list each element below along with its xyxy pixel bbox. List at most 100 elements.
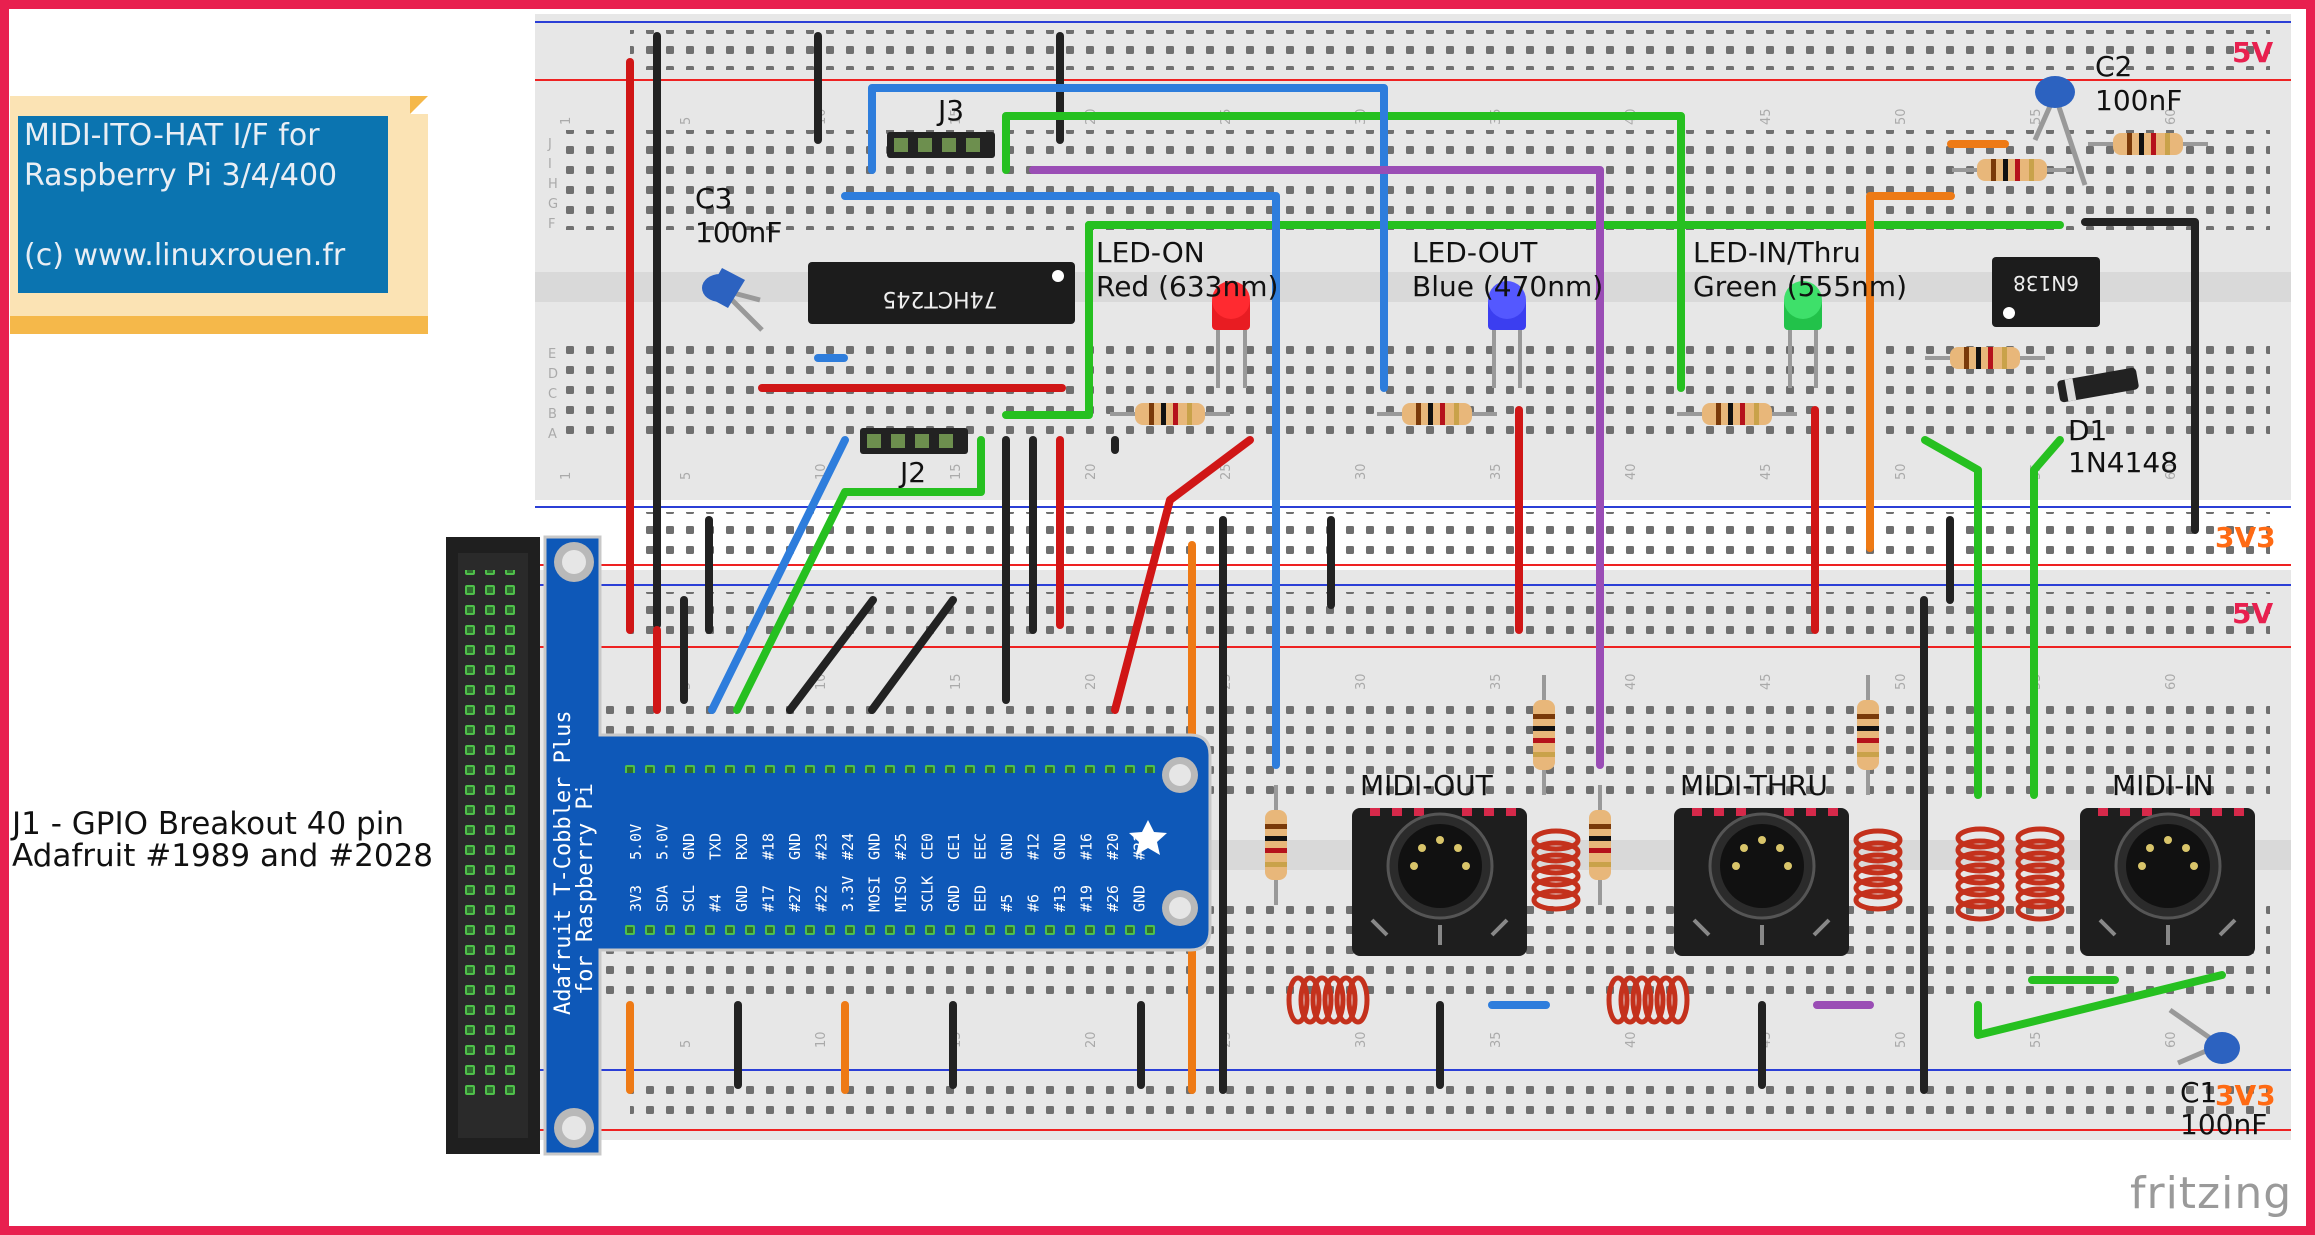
cobbler-title-2: for Raspberry Pi: [573, 783, 598, 995]
column-number: 55: [2029, 1031, 2044, 1048]
column-number: 50: [1894, 1031, 1909, 1048]
ic1-label: 74HCT245: [882, 286, 997, 311]
cobbler-pin-label: #17: [760, 885, 778, 912]
cobbler-pin-label: #25: [892, 833, 910, 860]
cobbler-pin-label: GND: [945, 885, 963, 912]
resistor: [1265, 785, 1287, 905]
row-letter: I: [548, 157, 552, 172]
capacitor-c1: [2168, 1007, 2240, 1066]
label-j2: J2: [898, 456, 926, 489]
cobbler-pin-label: GND: [998, 833, 1016, 860]
column-number: 40: [1624, 463, 1639, 480]
cobbler-pin-label: 3.3V: [839, 876, 857, 912]
column-numbers: 1111555510101010151515152020202025252525…: [559, 108, 2179, 1048]
cobbler-pin-label: #21: [1131, 833, 1149, 860]
resistor: [1533, 675, 1555, 795]
column-number: 25: [1219, 463, 1234, 480]
column-number: 30: [1354, 1031, 1369, 1048]
column-number: 60: [2164, 1031, 2179, 1048]
ferrite-coil: [1286, 975, 1370, 1025]
column-number: 1: [559, 472, 574, 480]
note-text: MIDI-ITO-HAT I/F for Raspberry Pi 3/4/40…: [18, 116, 388, 293]
sticky-note: MIDI-ITO-HAT I/F for Raspberry Pi 3/4/40…: [10, 96, 428, 334]
label-midi-out: MIDI-OUT: [1360, 769, 1494, 802]
label-c2-name: C2: [2095, 50, 2132, 83]
row-letter: E: [548, 347, 556, 362]
header-j3: [887, 132, 995, 158]
cobbler-pin-label: GND: [1131, 885, 1149, 912]
column-number: 45: [1759, 108, 1774, 125]
cobbler-pin-label: GND: [866, 833, 884, 860]
ferrite-coil: [1853, 828, 1903, 912]
resistor: [2088, 133, 2208, 155]
column-number: 5: [679, 472, 694, 480]
diode-d1: [2057, 367, 2139, 403]
cobbler-pin-label: #13: [1051, 885, 1069, 912]
cobbler-pin-label: RXD: [733, 833, 751, 860]
cobbler-pin-label: GND: [1051, 833, 1069, 860]
column-number: 35: [1489, 673, 1504, 690]
cobbler-pin-label: #19: [1078, 885, 1096, 912]
column-number: 35: [1489, 463, 1504, 480]
ferrite-inductors: [1286, 826, 2065, 1025]
resistor: [1589, 785, 1611, 905]
ferrite-coil: [1606, 975, 1690, 1025]
ic2-label: 6N138: [2013, 271, 2079, 295]
cobbler-pin-label: #4: [707, 894, 725, 912]
label-j3: J3: [936, 94, 964, 127]
label-c3-value: 100nF: [695, 216, 782, 249]
row-letter: B: [548, 407, 557, 422]
column-number: 5: [679, 1040, 694, 1048]
cobbler-pin-label: TXD: [707, 833, 725, 860]
cobbler-pin-label: 5.0V: [654, 824, 672, 860]
cobbler-pin-label: #16: [1078, 833, 1096, 860]
label-led-in-color: Green (555nm): [1693, 270, 1907, 303]
cobbler-pin-label: #22: [813, 885, 831, 912]
led-green: [1784, 281, 1822, 388]
column-number: 50: [1894, 673, 1909, 690]
cobbler-pin-label: SCLK: [919, 876, 937, 912]
column-number: 20: [1084, 463, 1099, 480]
wires: [626, 32, 2226, 1094]
label-led-on-color: Red (633nm): [1096, 270, 1278, 303]
resistor: [1925, 347, 2045, 369]
ferrite-coil: [2015, 826, 2065, 922]
row-letter: F: [548, 217, 555, 232]
cobbler-pin-label: CE0: [919, 833, 937, 860]
rail-label-top-5v: 5V: [2232, 36, 2273, 69]
midi-din-connector: [1674, 808, 1849, 956]
column-number: 60: [2164, 108, 2179, 125]
cobbler-pin-label: 3V3: [627, 885, 645, 912]
column-number: 60: [2164, 463, 2179, 480]
cobbler-pin-label: MISO: [892, 876, 910, 912]
column-number: 50: [1894, 108, 1909, 125]
cobbler-pin-label: #6: [1025, 894, 1043, 912]
resistor: [1677, 403, 1797, 425]
resistor: [1857, 675, 1879, 795]
label-led-out-color: Blue (470nm): [1412, 270, 1603, 303]
label-d1-value: 1N4148: [2068, 446, 2178, 479]
adafruit-logo-icon: [1129, 820, 1167, 855]
midi-din-connector: [2080, 808, 2255, 956]
column-number: 30: [1354, 673, 1369, 690]
label-d1-name: D1: [2068, 414, 2107, 447]
label-midi-thru: MIDI-THRU: [1680, 769, 1828, 802]
column-number: 15: [949, 463, 964, 480]
label-midi-in: MIDI-IN: [2112, 769, 2214, 802]
cobbler-pin-label: GND: [680, 833, 698, 860]
cobbler-pin-label: 5.0V: [627, 824, 645, 860]
cobbler-pin-label: #24: [839, 833, 857, 860]
midi-connectors: [1352, 808, 2255, 956]
row-letter: A: [548, 427, 557, 442]
j1-label-line2: Adafruit #1989 and #2028: [12, 838, 434, 874]
column-number: 20: [1084, 1031, 1099, 1048]
cobbler-pin-label: SCL: [680, 885, 698, 912]
rail-label-mid-3v3: 3V3: [2215, 521, 2276, 554]
fritzing-logo: fritzing: [2130, 1168, 2293, 1219]
cobbler-pin-label: MOSI: [866, 876, 884, 912]
column-number: 35: [1489, 1031, 1504, 1048]
cobbler-pin-label: EED: [972, 885, 990, 912]
ic-6n138: 6N138: [1992, 257, 2100, 327]
label-c3-name: C3: [695, 182, 732, 215]
